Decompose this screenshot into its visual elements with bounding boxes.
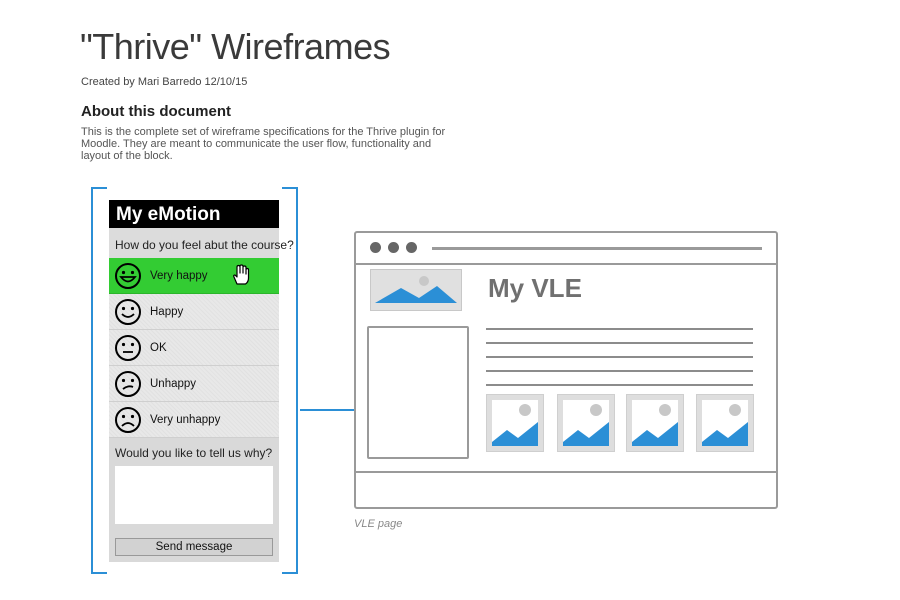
mood-option-happy[interactable]: Happy: [109, 294, 279, 330]
hand-pointer-icon: [230, 264, 250, 291]
mood-option-unhappy[interactable]: Unhappy: [109, 366, 279, 402]
mood-question: How do you feel abut the course?: [109, 228, 294, 258]
window-dot-icon: [388, 242, 399, 253]
about-text: This is the complete set of wireframe sp…: [81, 126, 446, 162]
text-line: [486, 384, 753, 386]
text-line: [486, 342, 753, 344]
text-line: [486, 328, 753, 330]
page-title: "Thrive" Wireframes: [80, 26, 391, 67]
byline: Created by Mari Barredo 12/10/15: [81, 76, 248, 88]
mood-option-label: Very happy: [150, 270, 208, 282]
why-prompt: Would you like to tell us why?: [115, 446, 273, 460]
reason-textarea[interactable]: [115, 466, 273, 524]
very-unhappy-face-icon: [114, 406, 142, 439]
mood-option-label: Happy: [150, 306, 184, 318]
send-message-button[interactable]: Send message: [115, 538, 273, 556]
address-bar[interactable]: [432, 247, 762, 250]
right-bracket: [282, 187, 298, 574]
vle-caption: VLE page: [354, 518, 403, 530]
browser-toolbar: [356, 233, 776, 265]
vle-page-title: My VLE: [488, 273, 582, 303]
window-dot-icon: [370, 242, 381, 253]
image-placeholder-icon: [696, 394, 754, 452]
widget-title: My eMotion: [109, 200, 279, 228]
window-dot-icon: [406, 242, 417, 253]
left-bracket: [91, 187, 107, 574]
neutral-face-icon: [114, 334, 142, 367]
block-placeholder: [367, 326, 469, 459]
image-placeholder-icon: [557, 394, 615, 452]
vle-browser-window: My VLE: [354, 231, 778, 509]
mood-option-very-unhappy[interactable]: Very unhappy: [109, 402, 279, 438]
mood-option-very-happy[interactable]: Very happy: [109, 258, 279, 294]
mood-option-ok[interactable]: OK: [109, 330, 279, 366]
unhappy-face-icon: [114, 370, 142, 403]
text-line: [486, 356, 753, 358]
emotion-widget: My eMotion How do you feel abut the cour…: [109, 200, 294, 562]
image-placeholder-icon: [370, 269, 462, 311]
about-heading: About this document: [81, 103, 231, 120]
image-placeholder-icon: [486, 394, 544, 452]
mood-option-label: OK: [150, 342, 167, 354]
mood-option-label: Very unhappy: [150, 414, 221, 426]
footer-divider: [356, 471, 776, 473]
text-lines: [486, 328, 753, 398]
text-line: [486, 370, 753, 372]
very-happy-face-icon: [114, 262, 142, 295]
image-placeholder-icon: [626, 394, 684, 452]
happy-face-icon: [114, 298, 142, 331]
mood-option-label: Unhappy: [150, 378, 197, 390]
